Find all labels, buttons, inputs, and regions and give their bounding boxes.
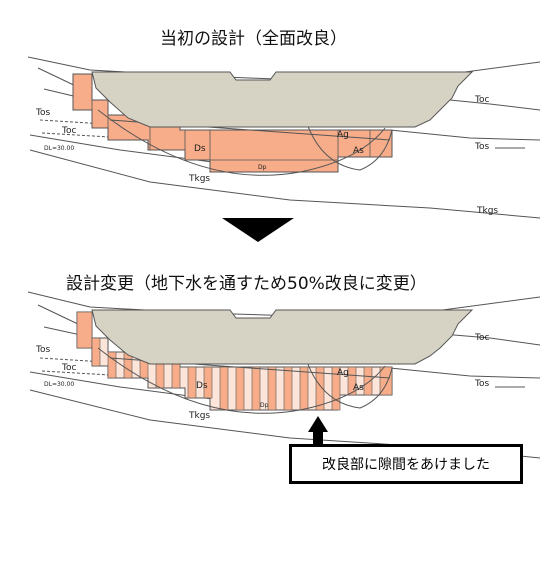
label-ag: Ag (337, 130, 349, 140)
tos-boundary-right (389, 129, 541, 141)
label-ag-b: Ag (337, 368, 349, 378)
initial-section: Tos Toc DL=30.00 Ds Dp Ag As Tkgs Toc To… (27, 56, 541, 219)
column (315, 366, 325, 411)
improved-columns (76, 311, 393, 411)
label-as-b: As (353, 383, 364, 393)
changed-section: Tos Toc DL=30.00 Ds Dp Ag As Tkgs Toc To… (27, 291, 541, 459)
column (76, 311, 93, 349)
label-toc-right-b: Toc (474, 333, 489, 343)
label-dl-b: DL=30.00 (44, 381, 74, 388)
label-as: As (353, 146, 364, 156)
callout-text: 改良部に隙間をあけました (322, 457, 490, 473)
tkgs-boundary (29, 149, 541, 219)
column (347, 366, 357, 396)
label-tos-left-b: Tos (35, 345, 50, 355)
label-dl: DL=30.00 (44, 145, 74, 152)
column (187, 366, 197, 399)
label-tos-left: Tos (35, 108, 50, 118)
initial-design-title: 当初の設計（全面改良） (160, 29, 347, 49)
dl-line (41, 132, 111, 138)
label-dp-b: Dp (260, 402, 269, 409)
column (299, 366, 309, 411)
label-ds: Ds (194, 144, 206, 154)
callout-box: 改良部に隙間をあけました (289, 444, 523, 484)
changed-design-title: 設計変更（地下水を通すため50%改良に変更） (66, 274, 427, 294)
label-tkgs-b: Tkgs (188, 411, 210, 421)
label-dp: Dp (258, 164, 267, 171)
tos-boundary-right-b (389, 367, 541, 379)
column (379, 366, 393, 396)
column (203, 366, 213, 399)
label-tkgs-right: Tkgs (476, 206, 498, 216)
label-tos-right-b: Tos (474, 379, 489, 389)
slope-line-b (37, 304, 81, 326)
label-toc-left-b: Toc (61, 363, 76, 373)
column (283, 366, 293, 411)
label-toc-right: Toc (474, 95, 489, 105)
column (331, 366, 341, 411)
embankment-top (91, 71, 474, 128)
improved-grid-top (91, 100, 371, 172)
callout-arrow-icon (308, 416, 328, 444)
down-arrow-icon (222, 218, 294, 242)
dl-line-b (41, 370, 111, 376)
column (171, 361, 181, 389)
column (155, 361, 165, 389)
column (107, 351, 117, 379)
column (235, 366, 245, 411)
column (251, 366, 261, 411)
column (91, 337, 101, 367)
label-toc-left: Toc (61, 126, 76, 136)
column (219, 366, 229, 411)
embankment-bottom (91, 309, 474, 365)
label-tos-right: Tos (474, 142, 489, 152)
label-tkgs: Tkgs (188, 174, 210, 184)
column (267, 366, 277, 411)
label-ds-b: Ds (196, 381, 208, 391)
column (363, 366, 373, 396)
